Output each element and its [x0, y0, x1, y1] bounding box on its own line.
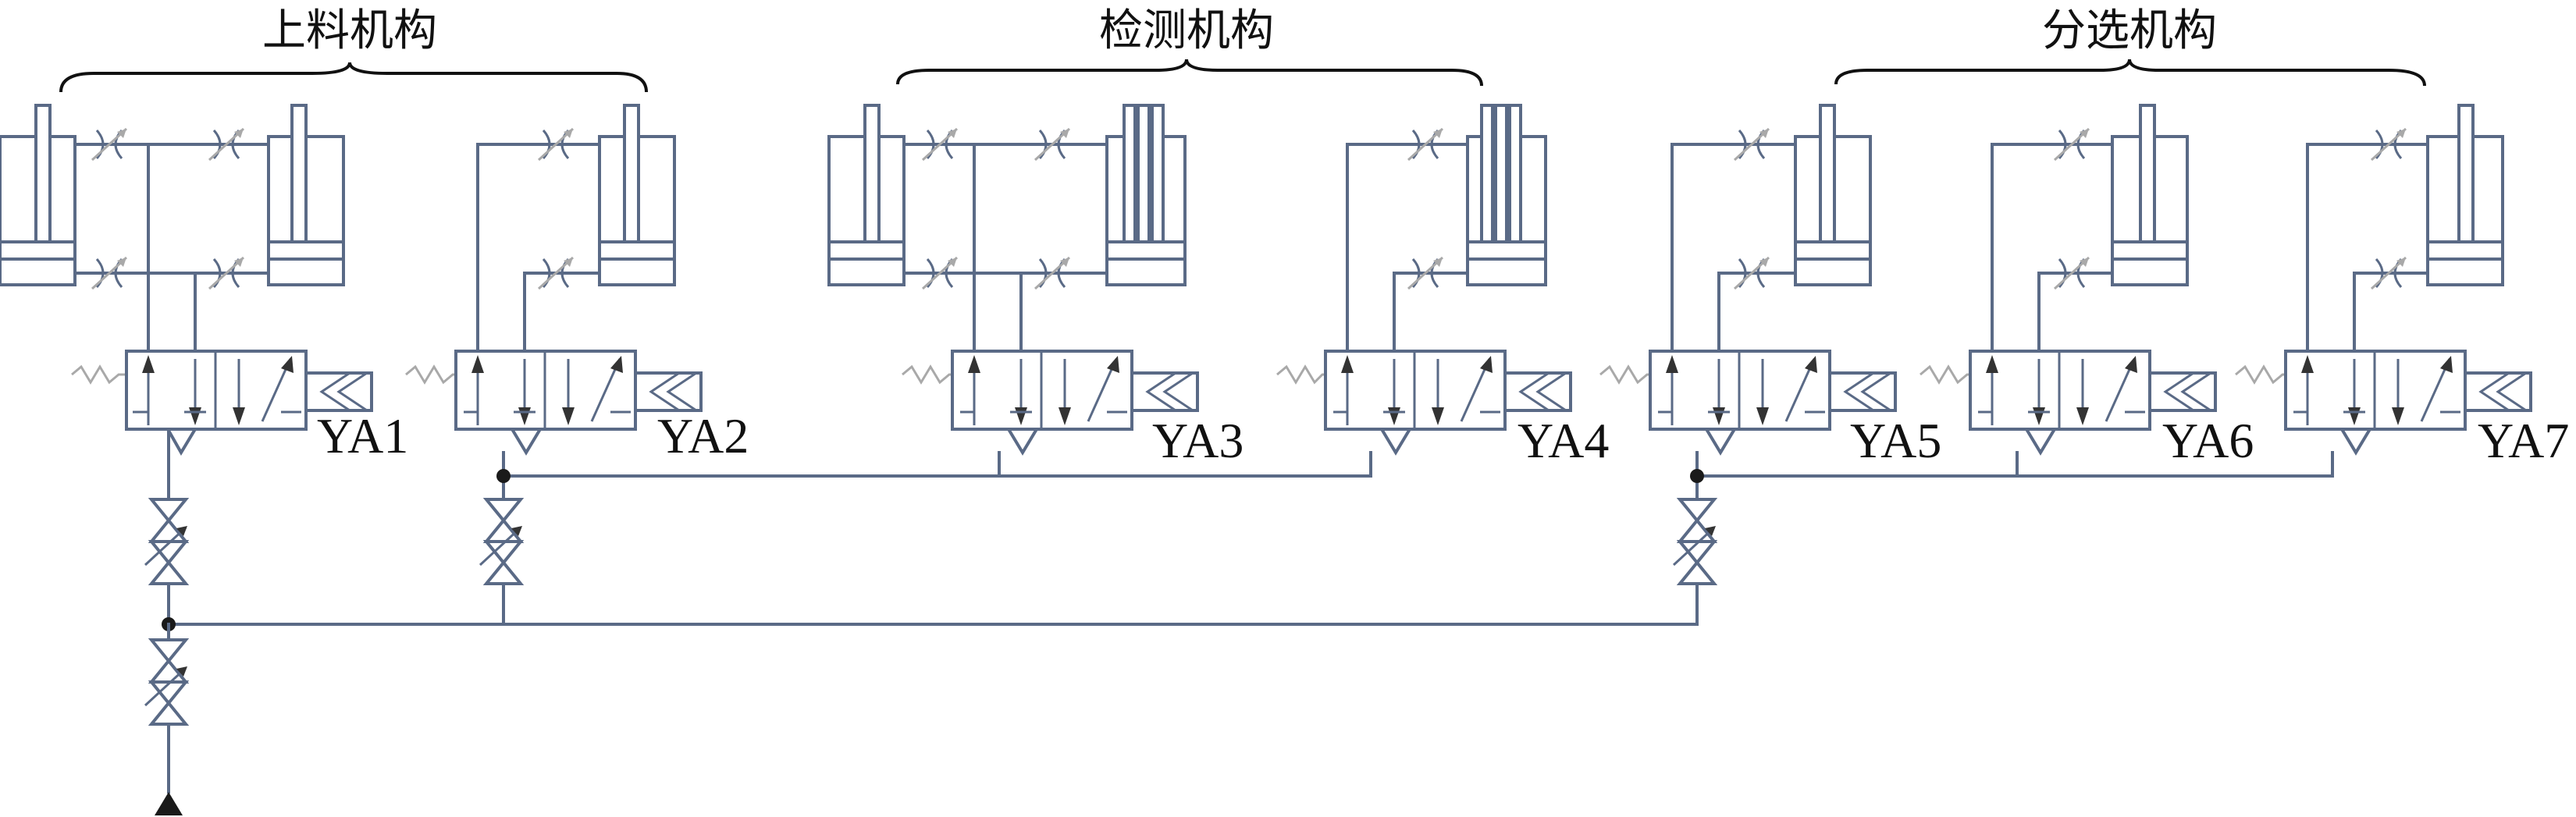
group-title-sorting: 分选机构 — [2042, 5, 2217, 56]
group-title-inspection: 检测机构 — [1099, 5, 1274, 56]
throttle-valve-feed — [144, 498, 189, 585]
solenoid-valve-ya5 — [1599, 350, 1897, 456]
valve-label-ya5: YA5 — [1850, 413, 1941, 468]
valve-label-ya6: YA6 — [2162, 413, 2254, 468]
inspect-pipes — [902, 127, 1469, 353]
cylinder-sort-3 — [2426, 104, 2504, 286]
solenoid-valve-ya2 — [405, 350, 703, 456]
feed-pipes — [73, 127, 601, 353]
solenoid-valve-ya6 — [1920, 350, 2217, 456]
throttle-valve-main — [144, 638, 189, 726]
brace-inspection — [896, 59, 1483, 87]
svg-text:分选机构: 分选机构 — [2042, 5, 2217, 56]
supply-lines — [155, 428, 2334, 815]
throttle-valve-ya2-branch — [479, 498, 524, 585]
group-title-feeding: 上料机构 — [262, 5, 437, 56]
cylinder-feed-left — [0, 104, 76, 286]
cylinder-feed-right — [598, 104, 676, 286]
throttle-valve-sort-branch — [1672, 498, 1717, 585]
valve-label-ya3: YA3 — [1152, 413, 1244, 468]
cylinder-inspect-left — [827, 104, 906, 286]
valve-label-ya2: YA2 — [657, 408, 749, 464]
cylinder-sort-2 — [2111, 104, 2189, 286]
valve-label-ya1: YA1 — [317, 408, 408, 464]
valve-label-ya4: YA4 — [1517, 413, 1609, 468]
air-source-icon — [155, 792, 183, 815]
solenoid-valve-ya7 — [2235, 350, 2532, 456]
brace-sorting — [1834, 59, 2426, 87]
solenoid-valve-ya4 — [1276, 350, 1572, 456]
solenoid-valve-ya3 — [902, 350, 1199, 456]
svg-text:检测机构: 检测机构 — [1099, 5, 1274, 56]
solenoid-valve-ya1 — [71, 350, 373, 456]
sort-pipes — [1670, 127, 2429, 353]
svg-text:上料机构: 上料机构 — [262, 5, 437, 56]
cylinder-sort-1 — [1794, 104, 1872, 286]
valve-label-ya7: YA7 — [2478, 413, 2569, 468]
brace-feeding — [59, 62, 648, 93]
cylinder-inspect-middle — [1105, 104, 1187, 286]
cylinder-feed-middle — [267, 104, 345, 286]
cylinder-inspect-right — [1466, 104, 1547, 286]
